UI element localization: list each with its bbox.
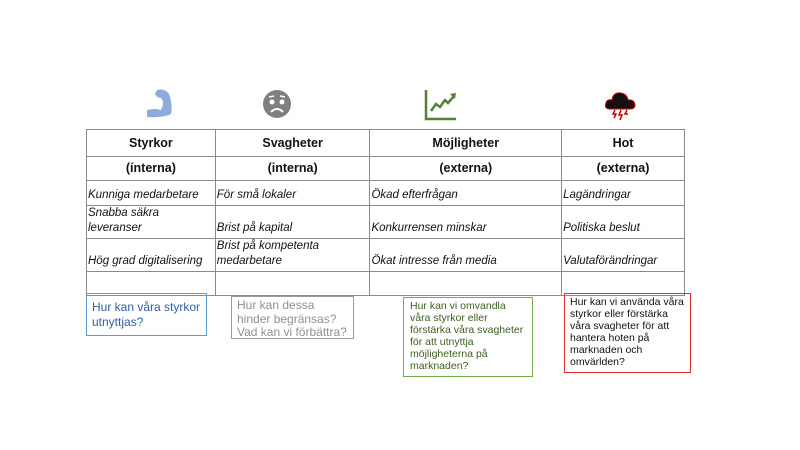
table-cell: Valutaförändringar [561, 238, 685, 272]
table-cell: Kunniga medarbetare [86, 180, 216, 206]
table-cell-empty [369, 271, 563, 296]
header-mojligheter: Möjligheter [369, 129, 563, 157]
table-cell: Hög grad digitalisering [86, 238, 216, 272]
trending-chart-icon [424, 90, 456, 121]
table-cell: Lagändringar [561, 180, 685, 206]
question-mojligheter: Hur kan vi omvandla våra styrkor eller f… [403, 297, 533, 377]
question-svagheter: Hur kan dessa hinder begränsas? Vad kan … [231, 296, 354, 339]
subheader-hot: (externa) [561, 156, 685, 181]
table-cell: Brist på kapital [214, 205, 371, 239]
table-cell: För små lokaler [214, 180, 371, 206]
swot-table: Styrkor Svagheter Möjligheter Hot (ínter… [86, 129, 685, 296]
subheader-svagheter: (interna) [214, 156, 371, 181]
table-cell: Ökad efterfrågan [369, 180, 563, 206]
header-svagheter: Svagheter [214, 129, 371, 157]
storm-cloud-icon [605, 92, 636, 121]
table-cell-empty [86, 271, 216, 296]
header-styrkor: Styrkor [86, 129, 216, 157]
question-hot: Hur kan vi använda våra styrkor eller fö… [564, 293, 691, 373]
flexed-biceps-icon [147, 89, 172, 118]
header-hot: Hot [561, 129, 685, 157]
table-cell-empty [561, 271, 685, 296]
table-cell: Konkurrensen minskar [369, 205, 563, 239]
table-cell: Ökat intresse från media [369, 238, 563, 272]
worried-face-icon [263, 90, 291, 118]
subheader-mojligheter: (externa) [369, 156, 563, 181]
table-cell-empty [214, 271, 371, 296]
table-cell: Brist på kompetenta medarbetare [214, 238, 371, 272]
table-cell: Politiska beslut [561, 205, 685, 239]
subheader-styrkor: (ínterna) [86, 156, 216, 181]
table-cell: Snabba säkra leveranser [86, 205, 216, 239]
question-styrkor: Hur kan våra styrkor utnyttjas? [86, 293, 207, 336]
